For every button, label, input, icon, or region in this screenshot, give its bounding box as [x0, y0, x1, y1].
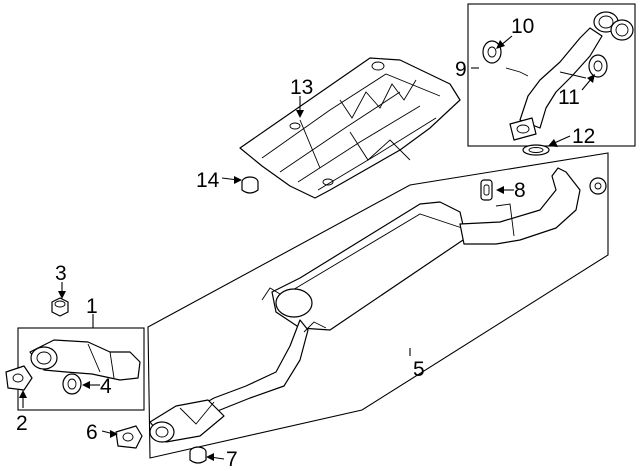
callout-14: 14 [196, 169, 220, 192]
heat-shield [239, 57, 461, 199]
callout-6: 6 [86, 421, 98, 444]
group-box-exhaust-system [147, 152, 609, 459]
nut-14 [241, 176, 259, 194]
callout-11: 11 [558, 86, 580, 109]
callout-13: 13 [290, 76, 313, 99]
hanger-8 [480, 179, 493, 201]
callout-4: 4 [100, 375, 112, 398]
callout-1: 1 [86, 295, 98, 318]
callout-2: 2 [16, 412, 28, 435]
hanger-10 [482, 40, 502, 64]
nut-right [589, 177, 607, 195]
callout-5: 5 [413, 358, 425, 381]
muffler-assembly [149, 167, 581, 443]
callout-3: 3 [55, 262, 67, 285]
callout-8: 8 [514, 179, 526, 202]
gasket-2 [5, 365, 33, 391]
callout-9: 9 [455, 58, 467, 81]
gasket-12 [522, 144, 550, 156]
hanger-4 [62, 373, 82, 395]
callout-7: 7 [226, 448, 238, 471]
nut-7 [189, 446, 207, 464]
front-pipe [29, 339, 141, 381]
callout-12: 12 [572, 125, 595, 148]
hanger-11 [588, 54, 608, 78]
gasket-6 [115, 425, 143, 449]
nut-3 [51, 297, 69, 317]
callout-10: 10 [511, 15, 534, 38]
leader-lines [19, 35, 595, 461]
tailpipe-assembly [505, 11, 634, 141]
